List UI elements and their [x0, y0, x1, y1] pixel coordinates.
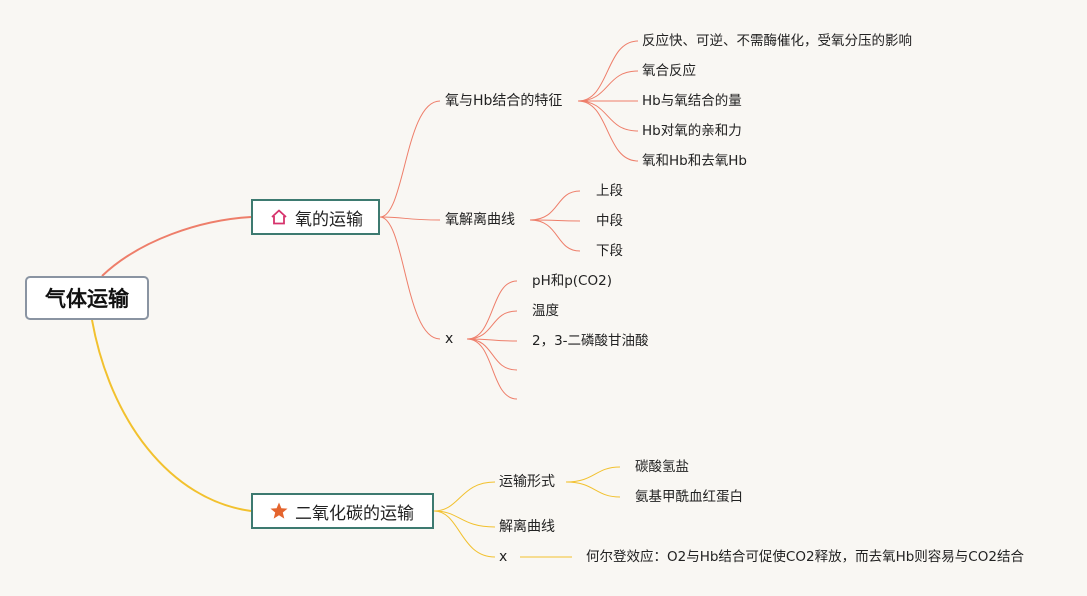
- edge-feature-5: [577, 100, 639, 162]
- edge-curve-1: [529, 190, 581, 221]
- edge-curve-2: [529, 219, 581, 222]
- edge-factor-4: [466, 338, 518, 371]
- edge-feature-4: [577, 100, 639, 132]
- edge-oxygen-curve: [379, 216, 441, 221]
- co2-forms-node[interactable]: 运输形式: [499, 474, 555, 490]
- feature-item[interactable]: Hb对氧的亲和力: [642, 123, 742, 139]
- edge-root-co2: [91, 319, 252, 512]
- oxygen-transport-label: 氧的运输: [295, 209, 363, 230]
- edge-oxygen-factors: [379, 216, 441, 340]
- oxygen-transport-node[interactable]: 氧的运输: [251, 199, 380, 235]
- factor-item[interactable]: 2，3-二磷酸甘油酸: [532, 333, 649, 349]
- form-item[interactable]: 氨基甲酰血红蛋白: [635, 489, 743, 505]
- feature-item[interactable]: 氧和Hb和去氧Hb: [642, 153, 747, 169]
- factor-item[interactable]: pH和p(CO2): [532, 273, 612, 289]
- edge-root-oxygen: [101, 216, 252, 277]
- edge-factor-2: [466, 310, 518, 340]
- factor-item[interactable]: 温度: [532, 303, 559, 319]
- root-label: 气体运输: [45, 287, 129, 311]
- co2-transport-node[interactable]: 二氧化碳的运输: [251, 493, 434, 529]
- edge-factor-3: [466, 338, 518, 342]
- oxygen-features-node[interactable]: 氧与Hb结合的特征: [445, 93, 563, 109]
- edge-factor-1: [466, 280, 518, 340]
- feature-item[interactable]: 反应快、可逆、不需酶催化，受氧分压的影响: [642, 33, 912, 49]
- co2-curve-node[interactable]: 解离曲线: [499, 519, 555, 535]
- co2-transport-label: 二氧化碳的运输: [295, 503, 414, 524]
- edge-form-2: [565, 481, 621, 498]
- root-node[interactable]: 气体运输: [25, 276, 149, 320]
- edge-feature-1: [577, 40, 639, 102]
- star-icon: [269, 501, 289, 521]
- oxygen-curve-node[interactable]: 氧解离曲线: [445, 212, 515, 228]
- feature-item[interactable]: Hb与氧结合的量: [642, 93, 742, 109]
- curve-item[interactable]: 中段: [596, 213, 623, 229]
- oxygen-factors-node[interactable]: x: [445, 331, 454, 347]
- edge-co2-effect: [433, 510, 496, 558]
- edge-form-1: [565, 466, 621, 483]
- edge-curve-3: [529, 219, 581, 252]
- edge-oxygen-features: [379, 100, 441, 218]
- effect-item[interactable]: 何尔登效应：O2与Hb结合可促使CO2释放，而去氧Hb则容易与CO2结合: [586, 549, 1024, 565]
- feature-item[interactable]: 氧合反应: [642, 63, 696, 79]
- home-icon: [269, 207, 289, 227]
- co2-effect-node[interactable]: x: [499, 549, 508, 565]
- curve-item[interactable]: 下段: [596, 243, 623, 259]
- edge-feature-2: [577, 70, 639, 102]
- edge-factor-5: [466, 338, 518, 400]
- edge-co2-forms: [433, 481, 496, 512]
- form-item[interactable]: 碳酸氢盐: [635, 459, 689, 475]
- curve-item[interactable]: 上段: [596, 183, 623, 199]
- edge-co2-curve: [433, 510, 496, 528]
